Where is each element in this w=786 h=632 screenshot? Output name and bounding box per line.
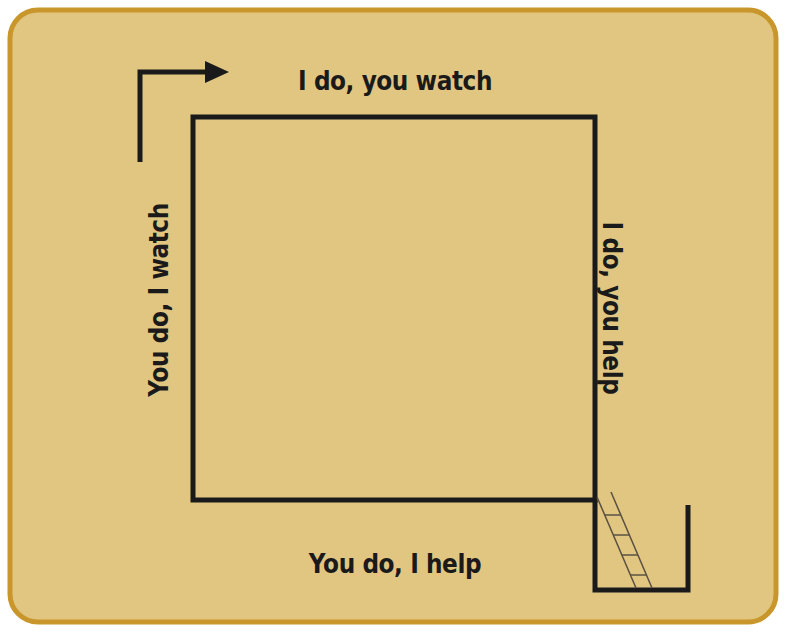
ladder-rung xyxy=(613,534,629,536)
side-label: I do, you help xyxy=(599,222,626,395)
ladder-rail xyxy=(611,492,652,588)
ladder xyxy=(597,492,652,588)
ladder-rail xyxy=(597,497,636,588)
side-label: I do, you watch xyxy=(298,67,492,94)
ladder-rung xyxy=(630,574,646,576)
ladder-rung xyxy=(622,554,638,556)
side-label: You do, I watch xyxy=(145,203,172,397)
background-panel xyxy=(10,10,776,622)
arrow-head xyxy=(205,61,229,83)
cycle-square xyxy=(193,117,595,500)
ladder-rung xyxy=(605,514,621,516)
side-label: You do, I help xyxy=(309,550,481,577)
exit-pit xyxy=(595,500,688,590)
